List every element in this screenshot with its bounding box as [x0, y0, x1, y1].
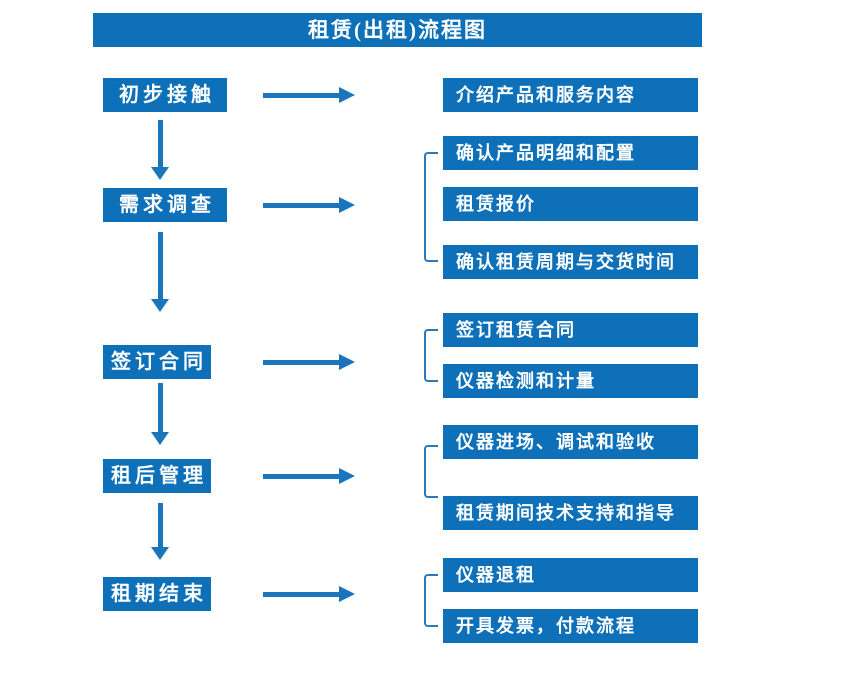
- arrow-right-icon: [263, 354, 355, 371]
- arrow-head: [339, 586, 355, 602]
- output-box: 签订租赁合同: [443, 313, 698, 347]
- output-box: 介绍产品和服务内容: [443, 78, 698, 112]
- arrow-right-icon: [263, 197, 355, 214]
- bracket-connector: [424, 152, 438, 262]
- arrow-line: [157, 503, 163, 548]
- output-box: 仪器退租: [443, 558, 698, 592]
- arrow-line: [157, 232, 163, 300]
- stage-box-post-rental: 租后管理: [103, 459, 211, 493]
- arrow-head: [151, 432, 169, 445]
- arrow-right-icon: [263, 586, 355, 603]
- bracket-connector: [424, 329, 438, 382]
- output-box: 仪器进场、调试和验收: [443, 425, 698, 459]
- arrow-line: [157, 383, 163, 433]
- bracket-connector: [424, 445, 438, 498]
- arrow-line: [263, 93, 340, 98]
- output-box: 开具发票，付款流程: [443, 609, 698, 643]
- flowchart-title: 租赁(出租)流程图: [93, 13, 702, 47]
- arrow-head: [339, 197, 355, 213]
- output-box: 仪器检测和计量: [443, 364, 698, 398]
- arrow-line: [263, 592, 340, 597]
- arrow-line: [263, 360, 340, 365]
- arrow-head: [339, 354, 355, 370]
- arrow-line: [263, 203, 340, 208]
- bracket-connector: [424, 574, 438, 627]
- stage-box-initial-contact: 初步接触: [103, 78, 227, 112]
- arrow-head: [339, 87, 355, 103]
- stage-box-sign-contract: 签订合同: [103, 345, 211, 379]
- output-box: 租赁报价: [443, 187, 698, 221]
- output-box: 租赁期间技术支持和指导: [443, 496, 698, 530]
- stage-box-demand-survey: 需求调查: [103, 188, 227, 222]
- stage-box-rental-end: 租期结束: [103, 577, 211, 611]
- arrow-right-icon: [263, 87, 355, 104]
- arrow-head: [151, 299, 169, 312]
- arrow-down-icon: [151, 120, 169, 180]
- arrow-down-icon: [151, 503, 169, 560]
- output-box: 确认租赁周期与交货时间: [443, 245, 698, 279]
- arrow-down-icon: [151, 383, 169, 445]
- arrow-line: [263, 474, 340, 479]
- arrow-line: [157, 120, 163, 168]
- arrow-head: [151, 167, 169, 180]
- arrow-down-icon: [151, 232, 169, 312]
- arrow-head: [339, 468, 355, 484]
- arrow-head: [151, 547, 169, 560]
- arrow-right-icon: [263, 468, 355, 485]
- output-box: 确认产品明细和配置: [443, 136, 698, 170]
